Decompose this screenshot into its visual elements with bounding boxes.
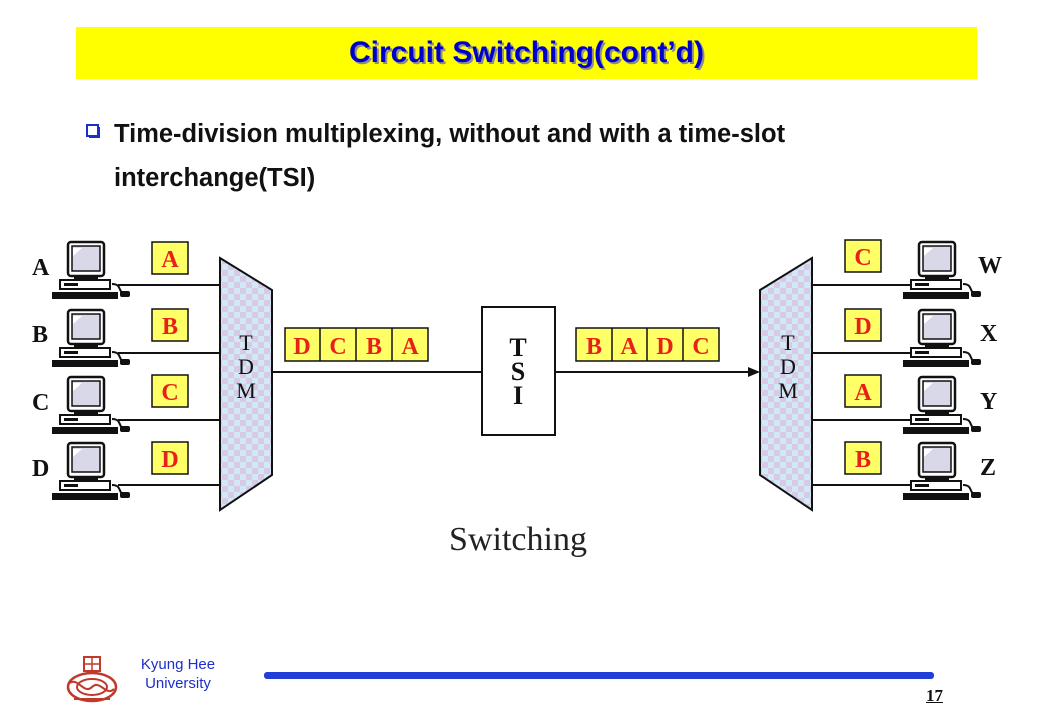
input-slot-label-b: B	[162, 314, 178, 340]
demux-label-d: D	[780, 354, 796, 379]
input-station-b	[50, 308, 132, 369]
university-name: Kyung Hee University	[118, 655, 238, 693]
title-bar: Circuit Switching(cont’d)	[76, 27, 977, 79]
tsi-label-t: T	[509, 333, 526, 362]
input-slot-b	[151, 308, 189, 342]
input-station-d	[50, 441, 132, 502]
page-title: Circuit Switching(cont’d)	[349, 36, 704, 69]
output-station-y	[901, 375, 983, 436]
diagram-caption: Switching	[449, 521, 587, 558]
checkbox-bullet-icon	[86, 124, 100, 138]
tdm-multiplexer	[219, 256, 273, 512]
tsi-box	[481, 306, 556, 436]
frame-in-slot-2: C	[329, 334, 346, 360]
input-slot-label-a: A	[161, 247, 179, 273]
demux-label-m: M	[778, 378, 798, 403]
output-station-x	[901, 308, 983, 369]
output-slot-label-w: C	[854, 245, 871, 271]
output-slot-z	[844, 441, 882, 475]
frame-out-slot-2: A	[620, 334, 638, 360]
bullet-text: Time-division multiplexing, without and …	[114, 120, 786, 192]
tsi-label-s: S	[511, 357, 525, 386]
frame-out-slot-4: C	[692, 334, 709, 360]
bullet-item: Time-division multiplexing, without and …	[86, 112, 966, 200]
output-slot-label-x: D	[854, 314, 871, 340]
input-slot-c	[151, 374, 189, 408]
tsi-label-i: I	[513, 381, 523, 410]
input-station-a	[50, 240, 132, 301]
output-label-x: X	[980, 321, 998, 347]
frame-in-slot-1: D	[293, 334, 310, 360]
input-label-d: D	[32, 456, 49, 482]
input-label-b: B	[32, 322, 48, 348]
input-slot-label-d: D	[161, 447, 178, 473]
mux-label-t: T	[239, 330, 253, 355]
input-label-a: A	[32, 255, 50, 281]
mux-label-m: M	[236, 378, 256, 403]
frame-out-slot-3: D	[656, 334, 673, 360]
input-station-c	[50, 375, 132, 436]
output-label-z: Z	[980, 455, 996, 481]
input-slot-a	[151, 241, 189, 275]
university-line-1: Kyung Hee	[140, 656, 216, 673]
frame-out-slot-1: B	[586, 334, 602, 360]
university-logo	[66, 656, 118, 703]
output-label-w: W	[978, 253, 1002, 279]
frame-in-slot-4: A	[401, 334, 419, 360]
output-slot-y	[844, 374, 882, 408]
tdm-demultiplexer	[759, 256, 813, 512]
demux-label-t: T	[781, 330, 795, 355]
output-slot-x	[844, 308, 882, 342]
output-label-y: Y	[980, 389, 997, 415]
page-number: 17	[926, 686, 943, 705]
input-label-c: C	[32, 390, 49, 416]
input-slot-label-c: C	[161, 380, 178, 406]
output-slot-w	[844, 239, 882, 273]
mux-label-d: D	[238, 354, 254, 379]
footer-rule	[264, 672, 934, 679]
university-line-2: University	[145, 675, 211, 692]
output-station-z	[901, 441, 983, 502]
frame-in-slot-3: B	[366, 334, 382, 360]
input-slot-d	[151, 441, 189, 475]
output-slot-label-z: B	[855, 447, 871, 473]
output-slot-label-y: A	[854, 380, 872, 406]
output-station-w	[901, 240, 983, 301]
